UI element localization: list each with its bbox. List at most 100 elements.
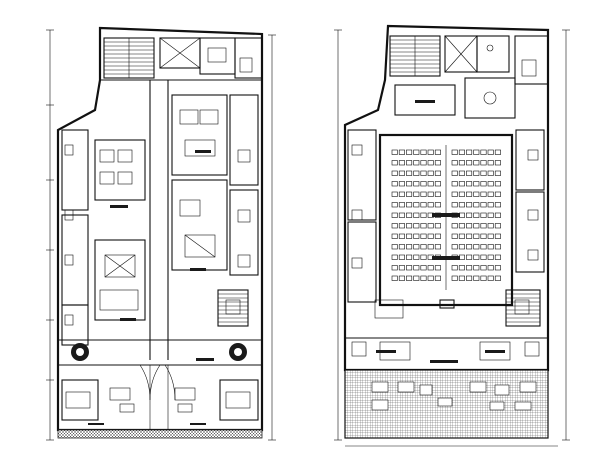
seat: [494, 244, 501, 250]
seat: [458, 191, 465, 197]
seat: [420, 160, 427, 166]
seat: [398, 212, 405, 218]
seat: [427, 160, 434, 166]
seat: [487, 202, 494, 208]
seat-block-right: [451, 149, 501, 281]
left-entrance-arcs: [139, 364, 176, 430]
seat: [473, 202, 480, 208]
seat: [427, 223, 434, 229]
seat: [494, 181, 501, 187]
seat: [451, 233, 458, 239]
seat: [480, 244, 487, 250]
seat: [466, 254, 473, 260]
seat: [487, 265, 494, 271]
seat: [406, 265, 413, 271]
seat: [413, 181, 420, 187]
seat: [406, 223, 413, 229]
seat: [391, 191, 398, 197]
seat: [451, 202, 458, 208]
seat: [466, 233, 473, 239]
seat: [406, 170, 413, 176]
seat: [480, 212, 487, 218]
seat: [487, 244, 494, 250]
seat: [413, 275, 420, 281]
seat: [427, 265, 434, 271]
seat: [413, 149, 420, 155]
seat: [494, 170, 501, 176]
seat: [434, 265, 441, 271]
seat: [398, 149, 405, 155]
seat: [398, 244, 405, 250]
seat: [413, 265, 420, 271]
seat: [451, 181, 458, 187]
seat: [413, 160, 420, 166]
seat: [487, 223, 494, 229]
seat: [434, 181, 441, 187]
seat: [480, 181, 487, 187]
seat: [473, 170, 480, 176]
seat: [420, 191, 427, 197]
seat: [451, 265, 458, 271]
left-floor-plan: [46, 26, 276, 441]
left-dim-ticks-left: [46, 104, 54, 381]
seat: [466, 160, 473, 166]
seat: [398, 275, 405, 281]
seat: [466, 265, 473, 271]
seat: [391, 254, 398, 260]
seat: [434, 170, 441, 176]
seat: [480, 191, 487, 197]
seat: [434, 223, 441, 229]
seat: [480, 149, 487, 155]
seat: [420, 275, 427, 281]
seat: [451, 149, 458, 155]
seat: [458, 202, 465, 208]
seat: [406, 181, 413, 187]
seat: [458, 223, 465, 229]
seat: [451, 223, 458, 229]
right-assembly-hall: [378, 133, 514, 307]
seat: [487, 212, 494, 218]
seat: [458, 149, 465, 155]
seat: [487, 181, 494, 187]
seat: [480, 202, 487, 208]
seat: [427, 170, 434, 176]
seat: [391, 202, 398, 208]
seat: [466, 181, 473, 187]
seat: [427, 275, 434, 281]
seat: [494, 265, 501, 271]
seat: [480, 265, 487, 271]
seat: [466, 191, 473, 197]
seat: [466, 212, 473, 218]
seat: [413, 191, 420, 197]
seat: [391, 233, 398, 239]
seat: [391, 223, 398, 229]
seat: [487, 191, 494, 197]
seat: [473, 160, 480, 166]
right-side-stair: [505, 289, 541, 327]
seat: [466, 149, 473, 155]
seat: [391, 275, 398, 281]
seat: [398, 191, 405, 197]
seat: [466, 202, 473, 208]
seat: [473, 233, 480, 239]
seat: [473, 275, 480, 281]
seat: [480, 275, 487, 281]
seat: [413, 244, 420, 250]
seat: [427, 191, 434, 197]
seat: [413, 254, 420, 260]
seat: [413, 223, 420, 229]
seat: [473, 265, 480, 271]
seat: [427, 202, 434, 208]
seat: [480, 254, 487, 260]
seat: [451, 170, 458, 176]
seat: [458, 244, 465, 250]
seat: [458, 181, 465, 187]
seat: [420, 149, 427, 155]
seat: [420, 212, 427, 218]
left-right-stair: [217, 289, 249, 327]
seat: [458, 170, 465, 176]
seat: [458, 212, 465, 218]
seat: [420, 233, 427, 239]
